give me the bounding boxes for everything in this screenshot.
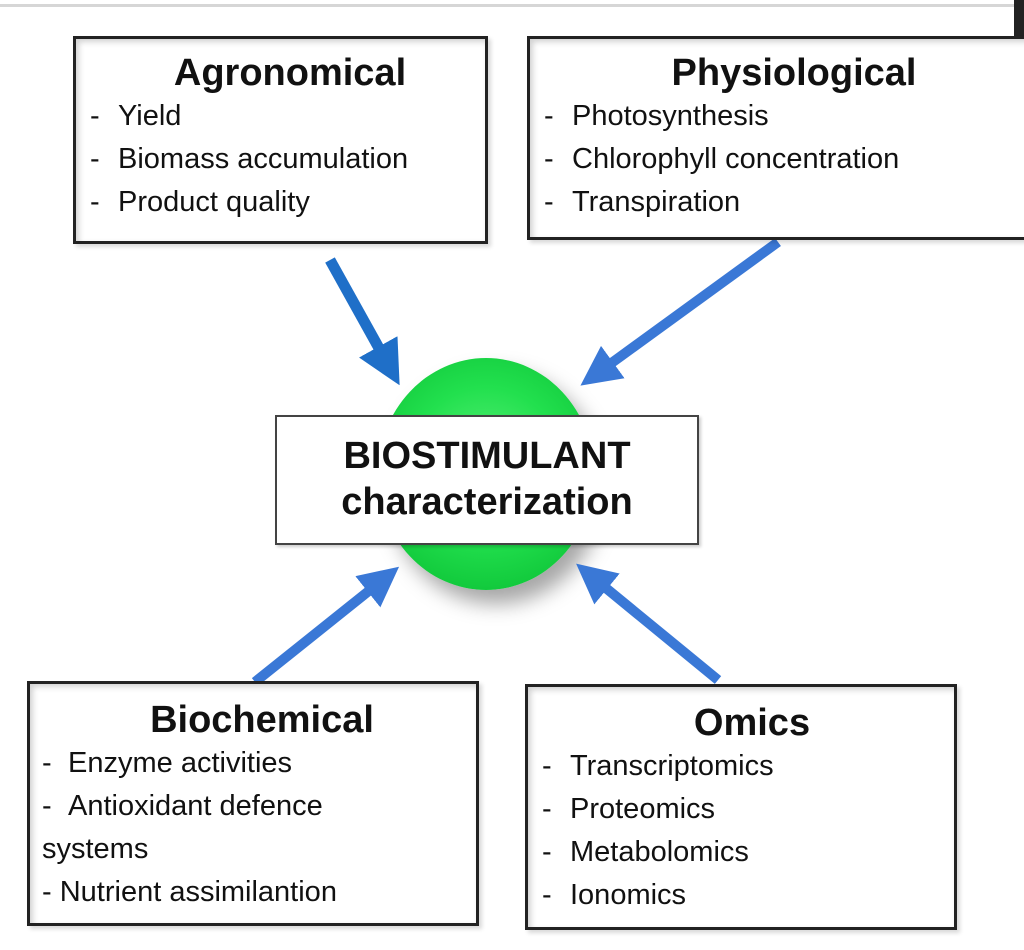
bullet: -: [42, 747, 52, 779]
list-item-continued: systems: [42, 833, 149, 865]
arrow-agronomical: [325, 257, 400, 386]
box-biochemical: Biochemical -Enzyme activities -Antioxid…: [27, 681, 479, 926]
box-title: Physiological: [671, 52, 917, 94]
center-subtitle: characterization: [341, 481, 633, 523]
arrow-omics: [576, 563, 722, 684]
bullet: -: [542, 879, 552, 911]
box-title: Biochemical: [150, 699, 374, 741]
arrow-biochemical: [251, 566, 400, 686]
list-item: -Transcriptomics: [542, 745, 954, 788]
bullet: -: [90, 100, 100, 132]
list-item: -Chlorophyll concentration: [544, 138, 1024, 181]
bullet: -: [90, 186, 100, 218]
bullet: -: [542, 793, 552, 825]
list-item: -Yield: [90, 95, 485, 138]
top-divider: [0, 4, 1024, 7]
list-item: -Ionomics: [542, 874, 954, 917]
list-item: - Nutrient assimilantion: [42, 876, 337, 908]
list-item: -Biomass accumulation: [90, 138, 485, 181]
list-item: -Proteomics: [542, 788, 954, 831]
list-item: -Product quality: [90, 181, 485, 224]
bullet: -: [90, 143, 100, 175]
arrow-physiological: [580, 237, 781, 386]
list-item: -Enzyme activities: [42, 742, 476, 785]
bullet: -: [544, 186, 554, 218]
box-agronomical: Agronomical -Yield -Biomass accumulation…: [73, 36, 488, 244]
window-edge: [1014, 0, 1024, 46]
bullet: -: [544, 100, 554, 132]
bullet: -: [544, 143, 554, 175]
box-omics: Omics -Transcriptomics -Proteomics -Meta…: [525, 684, 957, 930]
center-box: BIOSTIMULANT characterization: [275, 415, 699, 545]
list-item: -Photosynthesis: [544, 95, 1024, 138]
center-title: BIOSTIMULANT: [343, 435, 631, 477]
box-title: Agronomical: [173, 52, 407, 94]
bullet: -: [542, 750, 552, 782]
bullet: -: [542, 836, 552, 868]
list-item: -Metabolomics: [542, 831, 954, 874]
bullet: -: [42, 790, 52, 822]
box-physiological: Physiological -Photosynthesis -Chlorophy…: [527, 36, 1024, 240]
list-item: -Transpiration: [544, 181, 1024, 224]
list-item: -Antioxidant defence: [42, 785, 476, 828]
box-title: Omics: [693, 702, 811, 744]
